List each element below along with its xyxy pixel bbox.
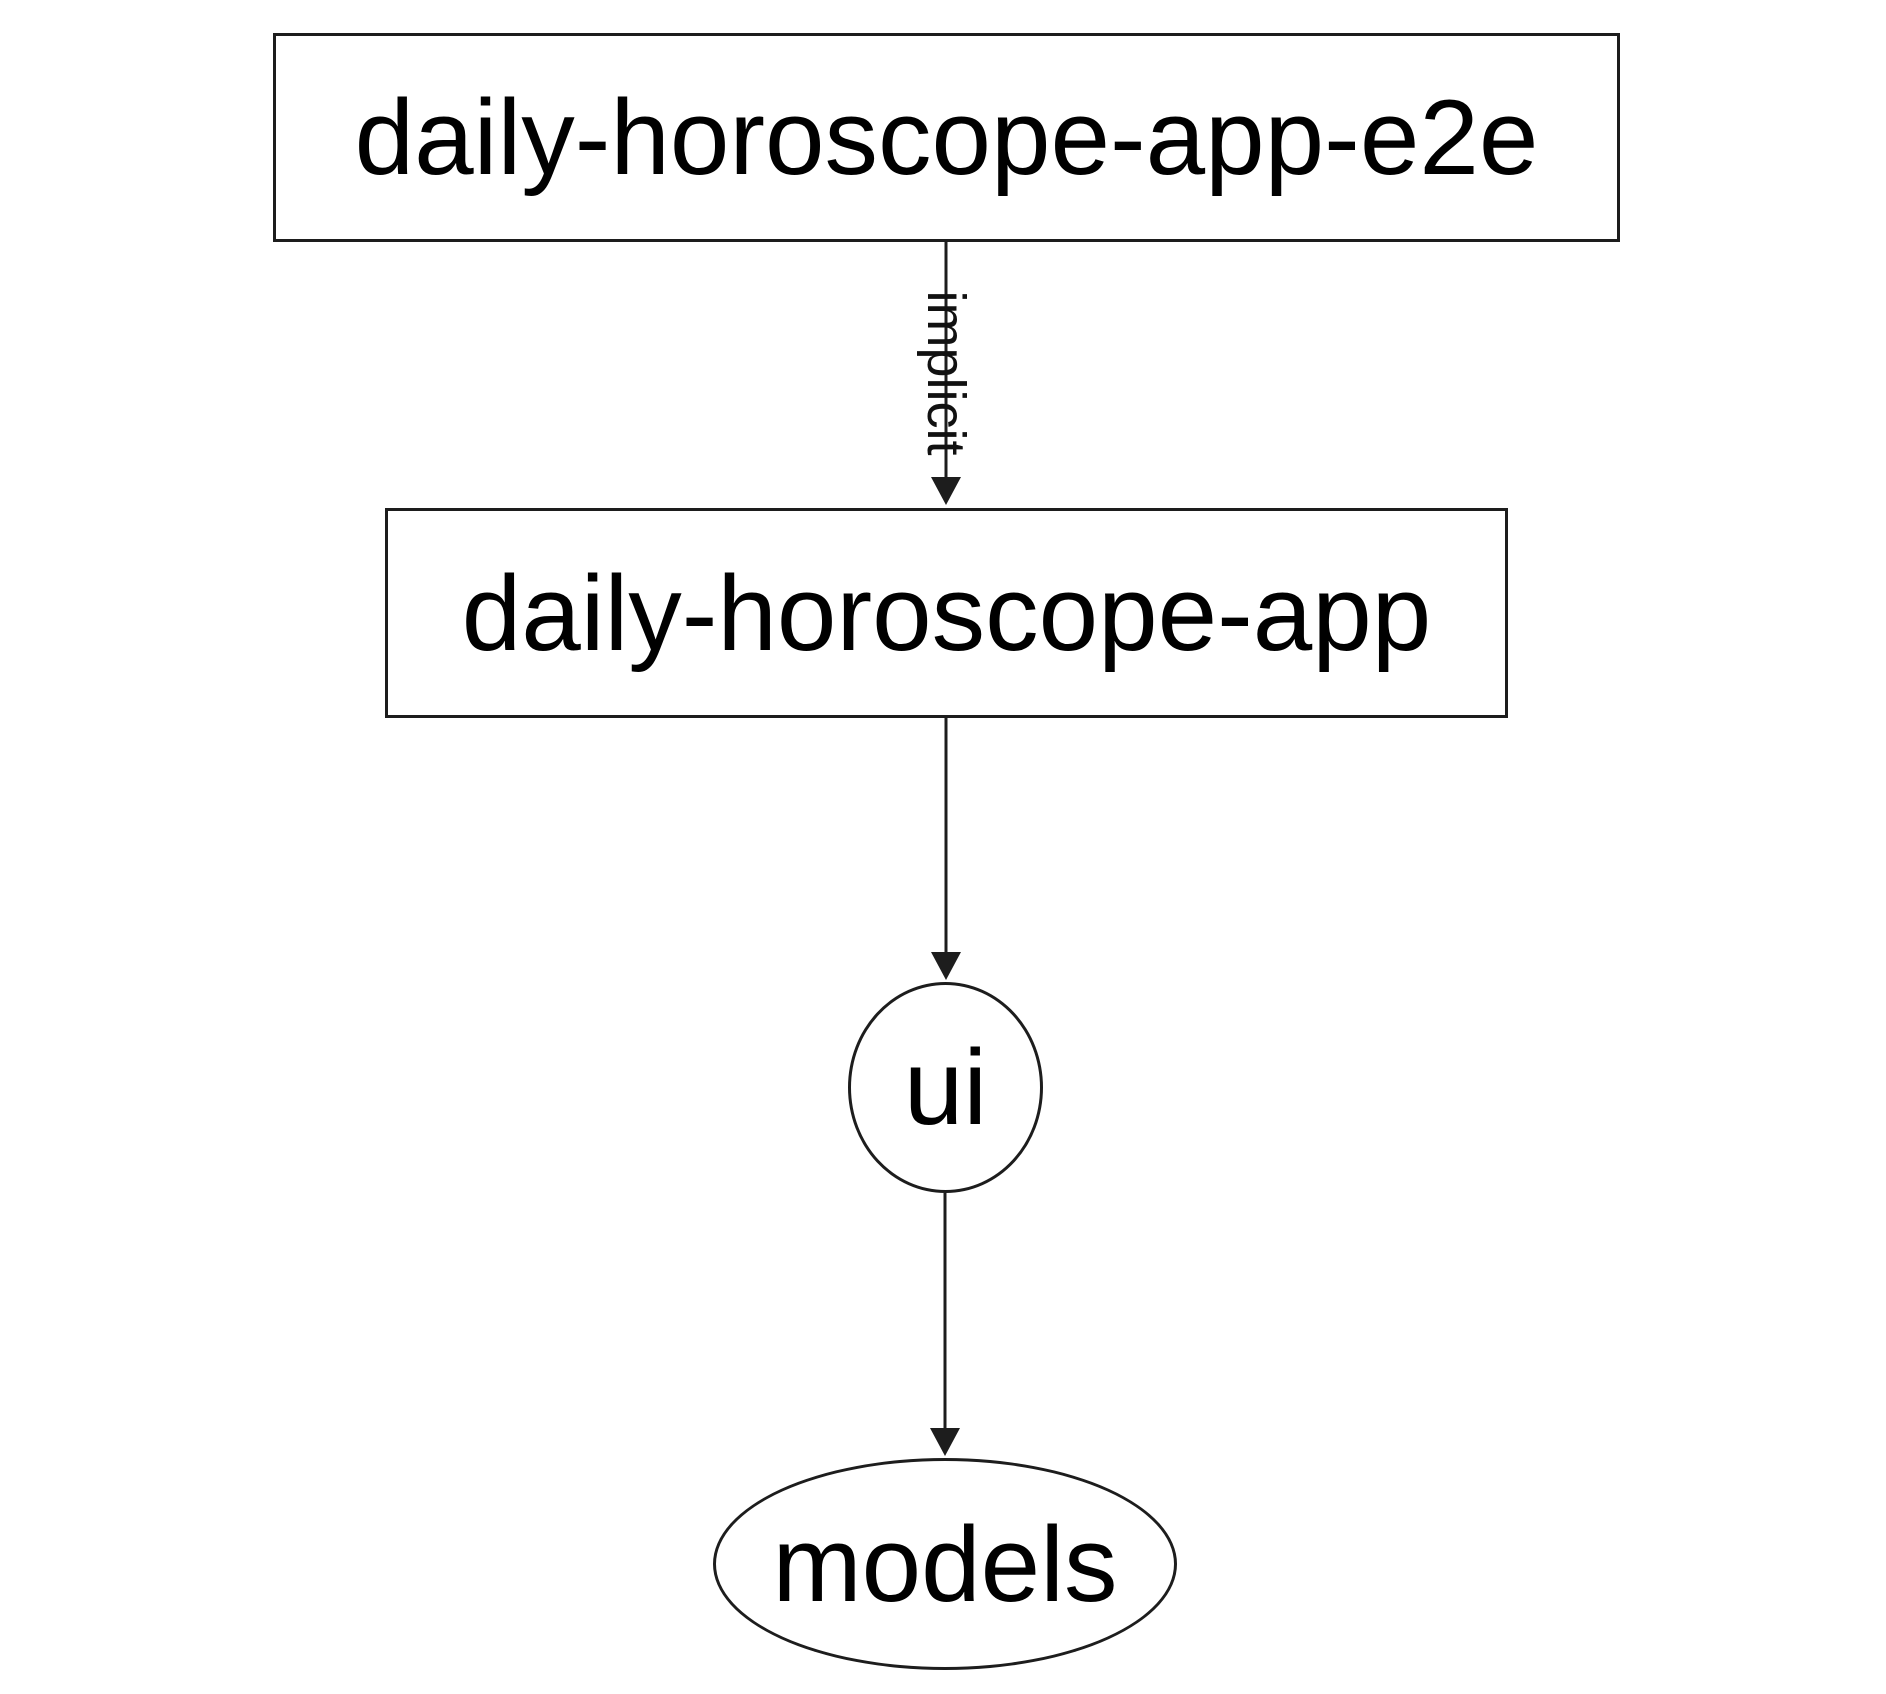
node-models[interactable]: models bbox=[713, 1458, 1177, 1670]
node-ui[interactable]: ui bbox=[848, 982, 1043, 1193]
node-daily-horoscope-app[interactable]: daily-horoscope-app bbox=[385, 508, 1508, 718]
node-label: daily-horoscope-app bbox=[461, 552, 1432, 673]
node-label: models bbox=[772, 1503, 1118, 1624]
node-label: ui bbox=[903, 1027, 988, 1147]
node-daily-horoscope-app-e2e[interactable]: daily-horoscope-app-e2e bbox=[273, 33, 1620, 242]
edge-label-implicit: implicit bbox=[916, 290, 976, 456]
edge-app-to-ui bbox=[931, 718, 961, 980]
node-label: daily-horoscope-app-e2e bbox=[354, 77, 1539, 197]
edge-ui-to-models bbox=[930, 1193, 960, 1456]
